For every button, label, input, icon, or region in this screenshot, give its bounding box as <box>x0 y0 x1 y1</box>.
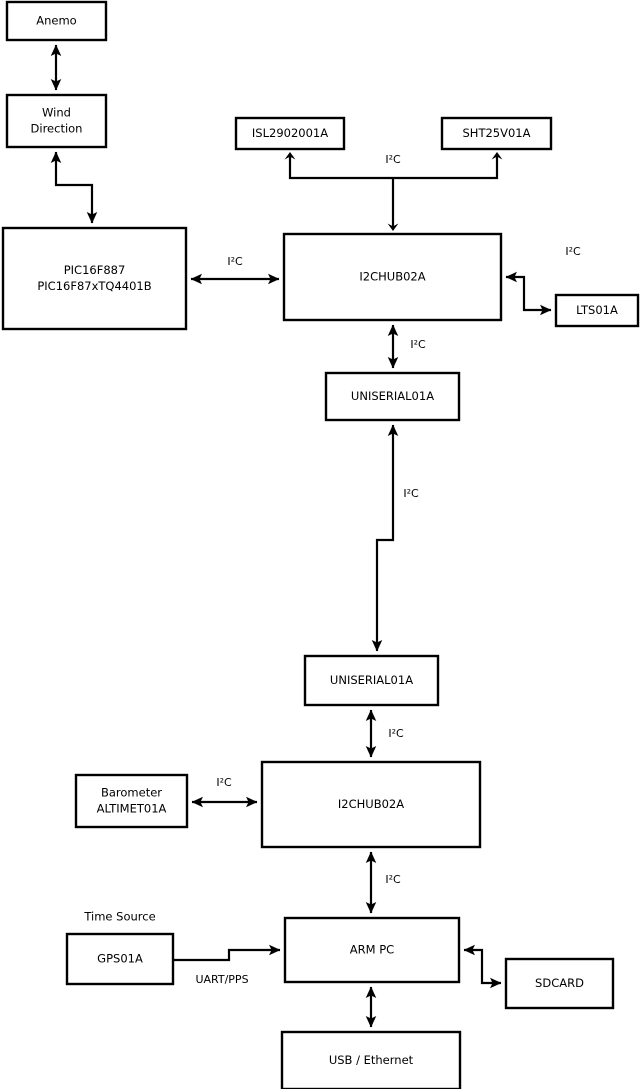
node-box[interactable] <box>554 293 640 328</box>
edge-uniserial-uniserial-i2c: I²C <box>371 424 419 652</box>
node-box[interactable] <box>5 0 108 42</box>
node-box[interactable] <box>303 654 440 707</box>
node-anemo[interactable]: Anemo <box>5 0 108 42</box>
edge-uniserial-hub-i2c: I²C <box>365 709 404 758</box>
node-hub_top[interactable]: I2CHUB02A <box>282 232 503 322</box>
node-box[interactable] <box>5 93 108 149</box>
node-hub_bottom[interactable]: I2CHUB02A <box>260 760 482 849</box>
edge-armpc-sdcard <box>463 944 502 989</box>
node-box[interactable] <box>65 932 175 986</box>
edge-path <box>505 271 552 316</box>
edge-hub-sensors-i2c: I²C <box>284 152 503 231</box>
edges-layer: I²C I²C I²C I²C I²C I²C I²C I²C UART/PPS <box>50 44 581 1028</box>
node-label: I2CHUB02A <box>359 270 425 284</box>
node-label: UNISERIAL01A <box>330 673 413 687</box>
node-label: GPS01A <box>97 952 143 966</box>
node-usbeth[interactable]: USB / Ethernet <box>280 1030 462 1089</box>
edge-label: I²C <box>388 727 404 740</box>
node-label: Barometer <box>101 786 162 800</box>
node-label: ISL2902001A <box>252 126 328 140</box>
edge-arrowhead <box>284 152 296 160</box>
node-box[interactable] <box>282 232 503 322</box>
node-isl[interactable]: ISL2902001A <box>234 116 346 151</box>
edge-hub-armpc-i2c: I²C <box>365 851 401 914</box>
edge-label: I²C <box>216 776 232 789</box>
node-sdcard[interactable]: SDCARD <box>504 957 615 1010</box>
node-box[interactable] <box>1 226 188 331</box>
node-box[interactable] <box>74 773 189 829</box>
node-label: USB / Ethernet <box>329 1053 414 1067</box>
node-box[interactable] <box>283 916 461 984</box>
node-label: UNISERIAL01A <box>351 389 434 403</box>
edge-hub-uniserial-i2c: I²C <box>387 324 426 369</box>
edge-arrowhead <box>387 223 399 231</box>
edge-path <box>463 944 502 989</box>
edge-wind-pic <box>50 151 98 224</box>
edge-hub-lts-i2c: I²C <box>505 245 581 316</box>
node-sht[interactable]: SHT25V01A <box>440 116 553 151</box>
edge-barometer-hub-i2c: I²C <box>191 776 258 808</box>
edge-pic-hub-i2c: I²C <box>190 255 280 285</box>
node-label: Wind <box>42 106 71 120</box>
edge-label: I²C <box>565 245 581 258</box>
node-box[interactable] <box>324 371 461 422</box>
node-armpc[interactable]: ARM PC <box>283 916 461 984</box>
node-label: SDCARD <box>535 976 584 990</box>
node-lts[interactable]: LTS01A <box>554 293 640 328</box>
node-box[interactable] <box>440 116 553 151</box>
edge-label: I²C <box>410 338 426 351</box>
edge-label: UART/PPS <box>195 973 248 986</box>
label-time-source: Time Source <box>83 910 155 924</box>
free-labels-layer: Time Source <box>83 910 155 924</box>
node-uniserial_dn[interactable]: UNISERIAL01A <box>303 654 440 707</box>
edge-label: I²C <box>227 255 243 268</box>
node-box[interactable] <box>280 1030 462 1089</box>
node-label: Anemo <box>36 14 76 28</box>
edge-path <box>288 154 499 229</box>
node-gps[interactable]: GPS01A <box>65 932 175 986</box>
edge-gps-armpc-uart: UART/PPS <box>173 944 281 986</box>
edge-path <box>50 151 98 224</box>
node-box[interactable] <box>260 760 482 849</box>
node-label: LTS01A <box>576 303 618 317</box>
edge-label: I²C <box>385 153 401 166</box>
edge-path <box>173 944 281 962</box>
node-label: I2CHUB02A <box>338 797 404 811</box>
node-label: SHT25V01A <box>463 126 531 140</box>
edge-path <box>371 424 399 652</box>
edge-arrowhead <box>491 152 503 160</box>
node-label: PIC16F87xTQ4401B <box>37 279 151 293</box>
node-uniserial_up[interactable]: UNISERIAL01A <box>324 371 461 422</box>
node-label: ARM PC <box>350 943 394 957</box>
node-label: ALTIMET01A <box>97 802 167 816</box>
node-box[interactable] <box>234 116 346 151</box>
node-label: PIC16F887 <box>64 263 126 277</box>
edge-label: I²C <box>385 873 401 886</box>
edge-label: I²C <box>403 487 419 500</box>
node-label: Direction <box>31 122 83 136</box>
node-box[interactable] <box>504 957 615 1010</box>
